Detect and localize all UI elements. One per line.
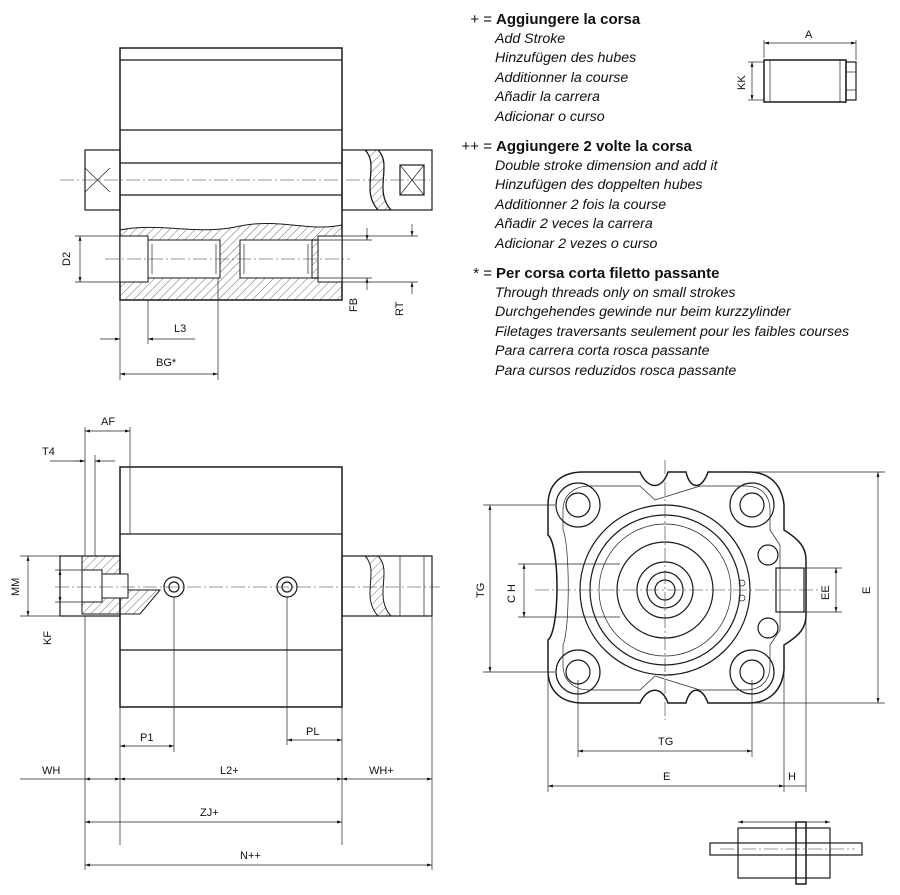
dim-label-whp: WH+ bbox=[369, 765, 394, 777]
dim-label-kk: KK bbox=[736, 75, 748, 90]
legend-heading: Aggiungere 2 volte la corsa bbox=[496, 138, 692, 156]
legend-line: Para carrera corta rosca passante bbox=[495, 343, 710, 360]
legend-line: Filetages traversants seulement pour les… bbox=[495, 323, 850, 340]
top-section-view bbox=[60, 47, 433, 380]
dim-label-ee: EE bbox=[820, 585, 832, 600]
dim-label-tg-horizontal: TG bbox=[658, 736, 673, 748]
rod-end-detail bbox=[748, 40, 857, 103]
legend-line: Add Stroke bbox=[495, 31, 566, 47]
dimension-labels: D2 L3 BG* FB RT A KK AF T4 MM KF P1 PL W… bbox=[10, 29, 873, 862]
dim-label-ch: C H bbox=[506, 584, 518, 603]
legend-line: Additionner 2 fois la course bbox=[495, 196, 667, 213]
legend-line: Añadir 2 veces la carrera bbox=[495, 216, 653, 233]
dim-label-h: H bbox=[788, 771, 796, 783]
dim-label-e-vertical: E bbox=[861, 587, 873, 594]
dim-label-wh: WH bbox=[42, 765, 60, 777]
legend: + = Aggiungere la corsa Add Stroke Hinzu… bbox=[440, 10, 895, 391]
dim-label-l2: L2+ bbox=[220, 765, 239, 777]
side-view bbox=[20, 427, 440, 870]
legend-line: Hinzufügen des doppelten hubes bbox=[495, 177, 703, 194]
legend-line: Para cursos reduzidos rosca passante bbox=[495, 362, 737, 379]
dim-label-fb: FB bbox=[348, 298, 360, 312]
dim-label-e-horizontal: E bbox=[663, 771, 670, 783]
dim-label-pl: PL bbox=[306, 726, 319, 738]
dim-label-af: AF bbox=[101, 416, 115, 428]
legend-line: Hinzufügen des hubes bbox=[495, 50, 637, 67]
dim-label-a: A bbox=[805, 29, 813, 41]
dim-label-n: N++ bbox=[240, 850, 261, 862]
dim-label-bg: BG* bbox=[156, 357, 177, 369]
legend-symbol: * = bbox=[473, 265, 492, 283]
dim-label-kf: KF bbox=[42, 631, 54, 645]
legend-line: Additionner la course bbox=[495, 69, 629, 86]
legend-symbol: + = bbox=[470, 11, 492, 28]
dim-label-mm: MM bbox=[10, 578, 22, 596]
legend-line: Adicionar o curso bbox=[495, 108, 605, 125]
legend-line: Durchgehendes gewinde nur beim kurzzylin… bbox=[495, 304, 791, 321]
dim-label-d2: D2 bbox=[61, 252, 73, 266]
dim-label-t4: T4 bbox=[42, 446, 55, 458]
dim-label-p1: P1 bbox=[140, 732, 153, 744]
legend-line: Adicionar 2 vezes o curso bbox=[495, 235, 658, 252]
legend-heading: Per corsa corta filetto passante bbox=[496, 265, 720, 283]
front-view bbox=[483, 460, 885, 792]
legend-group-add-stroke: + = Aggiungere la corsa Add Stroke Hinzu… bbox=[440, 10, 895, 127]
flange-section-detail bbox=[709, 820, 863, 885]
dim-label-zj: ZJ+ bbox=[200, 807, 219, 819]
legend-line: Añadir la carrera bbox=[495, 89, 600, 106]
dim-label-tg-vertical: TG bbox=[475, 583, 487, 598]
dim-label-l3: L3 bbox=[174, 323, 186, 335]
legend-heading: Aggiungere la corsa bbox=[496, 11, 641, 28]
legend-line: Double stroke dimension and add it bbox=[495, 158, 718, 175]
dim-label-rt: RT bbox=[394, 301, 406, 316]
legend-line: Through threads only on small strokes bbox=[495, 285, 736, 302]
legend-group-double-stroke: ++ = Aggiungere 2 volte la corsa Double … bbox=[440, 137, 895, 254]
legend-symbol: ++ = bbox=[461, 138, 492, 156]
legend-group-through-threads: * = Per corsa corta filetto passante Thr… bbox=[440, 264, 895, 381]
